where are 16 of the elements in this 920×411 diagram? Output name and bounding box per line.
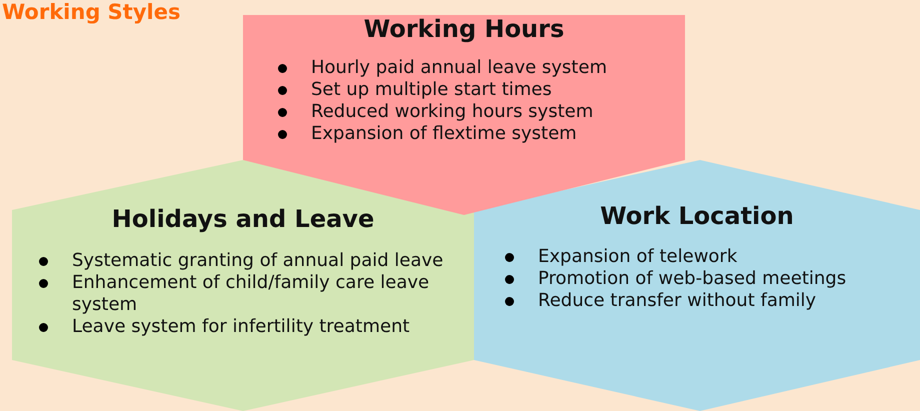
panel-heading: Holidays and Leave bbox=[110, 205, 376, 233]
bullet-item: Expansion of flextime system bbox=[273, 123, 663, 145]
bullet-item: Enhancement of child/family care leave system bbox=[34, 272, 464, 316]
panel-heading: Working Hours bbox=[362, 15, 566, 43]
hexagon-panel bbox=[12, 160, 474, 411]
hexagon-panel bbox=[474, 160, 920, 411]
panel-heading: Work Location bbox=[599, 202, 795, 230]
bullet-item: Expansion of telework bbox=[500, 246, 910, 268]
bullet-item: Leave system for infertility treatment bbox=[34, 316, 464, 338]
bullet-item: Hourly paid annual leave system bbox=[273, 57, 663, 79]
bullet-item: Promotion of web-based meetings bbox=[500, 268, 910, 290]
bullet-item: Reduce transfer without family bbox=[500, 290, 910, 312]
bullet-item: Reduced working hours system bbox=[273, 101, 663, 123]
bullet-item: Set up multiple start times bbox=[273, 79, 663, 101]
bullet-item: Systematic granting of annual paid leave bbox=[34, 250, 464, 272]
diagram-title: Working Styles bbox=[2, 0, 180, 24]
